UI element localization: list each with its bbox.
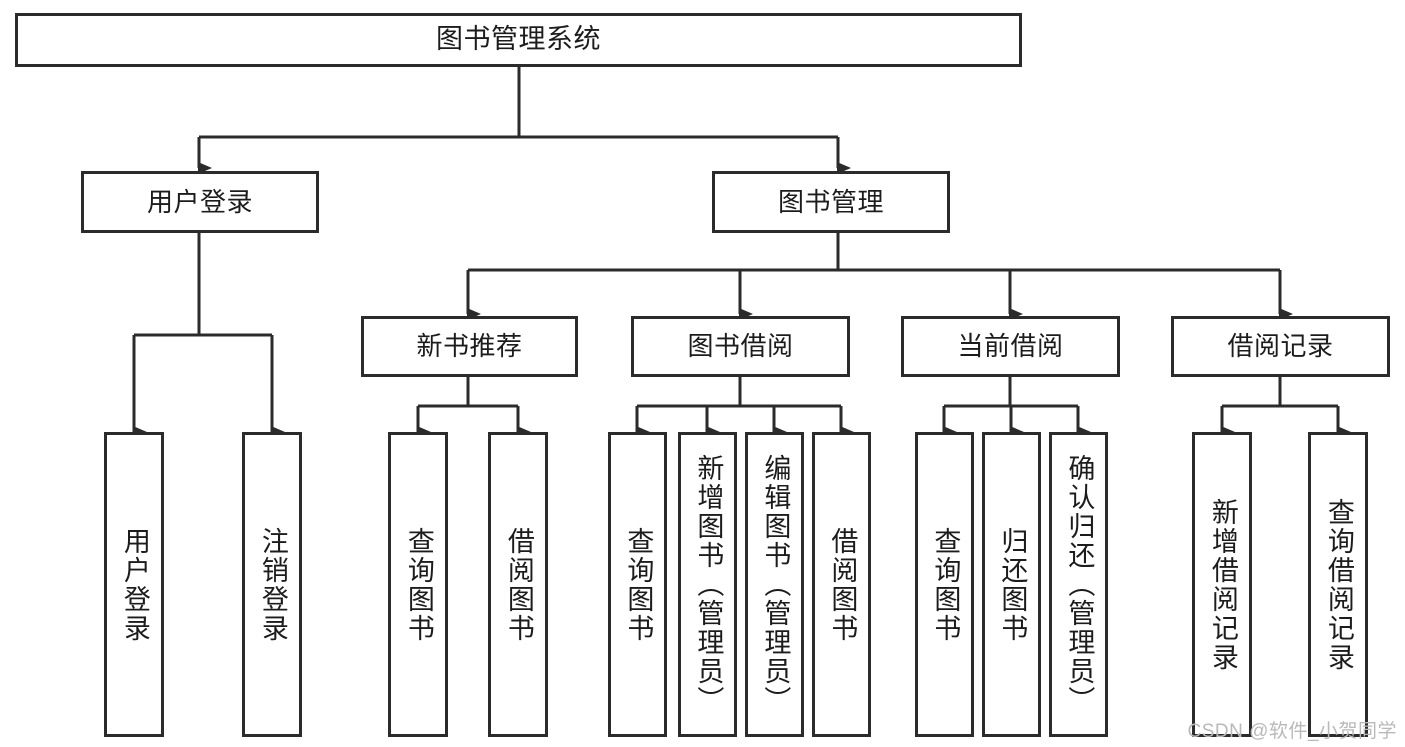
leaf-borrow-book-1[interactable]: 借阅图书 [488, 432, 548, 737]
leaf-add-record[interactable]: 新增借阅记录 [1192, 432, 1252, 737]
leaf-query-book-3[interactable]: 查询图书 [915, 432, 974, 737]
leaf-add-book[interactable]: 新增图书（管理员） [678, 432, 737, 737]
node-label: 注销登录 [257, 526, 288, 643]
leaf-user-login[interactable]: 用户登录 [104, 432, 164, 737]
leaf-query-record[interactable]: 查询借阅记录 [1308, 432, 1368, 737]
node-root-system[interactable]: 图书管理系统 [15, 13, 1022, 67]
node-user-login[interactable]: 用户登录 [81, 171, 319, 233]
node-label: 借阅图书 [503, 526, 534, 643]
node-label: 查询借阅记录 [1323, 497, 1354, 672]
node-label: 新增借阅记录 [1207, 497, 1238, 672]
node-label: 新书推荐 [416, 331, 523, 362]
node-label: 当前借阅 [957, 331, 1064, 362]
csdn-watermark: CSDN @软件_小贺同学 [1187, 721, 1397, 742]
leaf-query-book-1[interactable]: 查询图书 [388, 432, 448, 737]
node-label: 查询图书 [403, 526, 434, 643]
node-book-borrow[interactable]: 图书借阅 [631, 316, 850, 377]
node-label: 确认归还（管理员） [1064, 454, 1095, 715]
leaf-query-book-2[interactable]: 查询图书 [608, 432, 667, 737]
node-label: 编辑图书（管理员） [760, 454, 791, 715]
node-book-manage[interactable]: 图书管理 [712, 171, 950, 233]
node-label: 借阅图书 [827, 526, 858, 643]
node-label: 图书管理 [777, 186, 884, 217]
node-new-book-recommend[interactable]: 新书推荐 [361, 316, 578, 377]
node-label: 归还图书 [997, 526, 1028, 643]
leaf-confirm-return[interactable]: 确认归还（管理员） [1049, 432, 1108, 737]
leaf-user-logout[interactable]: 注销登录 [242, 432, 302, 737]
node-label: 用户登录 [146, 186, 253, 217]
leaf-return-book[interactable]: 归还图书 [982, 432, 1041, 737]
node-current-borrow[interactable]: 当前借阅 [901, 316, 1120, 377]
node-label: 查询图书 [623, 526, 654, 643]
node-label: 图书管理系统 [436, 24, 601, 55]
leaf-edit-book[interactable]: 编辑图书（管理员） [745, 432, 804, 737]
node-label: 用户登录 [119, 526, 150, 643]
node-label: 查询图书 [930, 526, 961, 643]
node-label: 图书借阅 [687, 331, 794, 362]
node-label: 借阅记录 [1227, 331, 1334, 362]
leaf-borrow-book-2[interactable]: 借阅图书 [812, 432, 871, 737]
node-borrow-record[interactable]: 借阅记录 [1171, 316, 1390, 377]
node-label: 新增图书（管理员） [693, 454, 724, 715]
